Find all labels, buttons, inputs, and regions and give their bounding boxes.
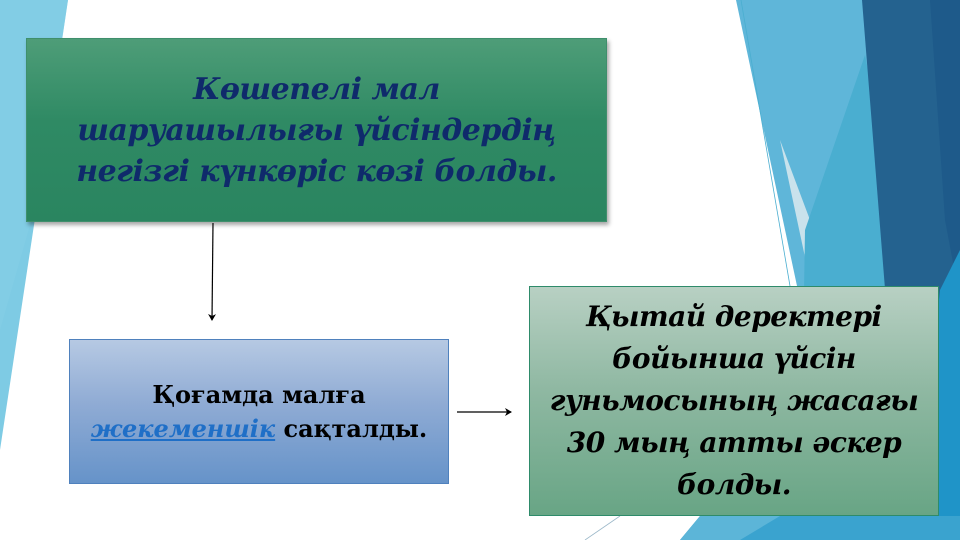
left-textbox-text: Қоғамда малға жекеменшік сақталды.	[91, 378, 428, 446]
bottom-accent-wedge-light	[680, 516, 780, 540]
private-property-link[interactable]: жекеменшік	[90, 413, 276, 443]
top-textbox[interactable]: Көшепелі мал шаруашылығы үйсіндердің нег…	[26, 38, 607, 222]
right-textbox-text: Қытай деректері бойынша үйсін гуньмосыны…	[549, 300, 919, 501]
right-textbox[interactable]: Қытай деректері бойынша үйсін гуньмосыны…	[529, 286, 939, 516]
top-textbox-text: Көшепелі мал шаруашылығы үйсіндердің нег…	[76, 71, 557, 189]
left-textbox-line2: сақталды.	[275, 413, 428, 443]
left-textbox-line1: Қоғамда малға	[152, 379, 366, 409]
left-textbox[interactable]: Қоғамда малға жекеменшік сақталды.	[69, 339, 449, 484]
decor-thin-line-bottom	[584, 515, 621, 540]
right-accent-deep	[930, 0, 960, 300]
decor-thin-line-right	[740, 0, 791, 287]
